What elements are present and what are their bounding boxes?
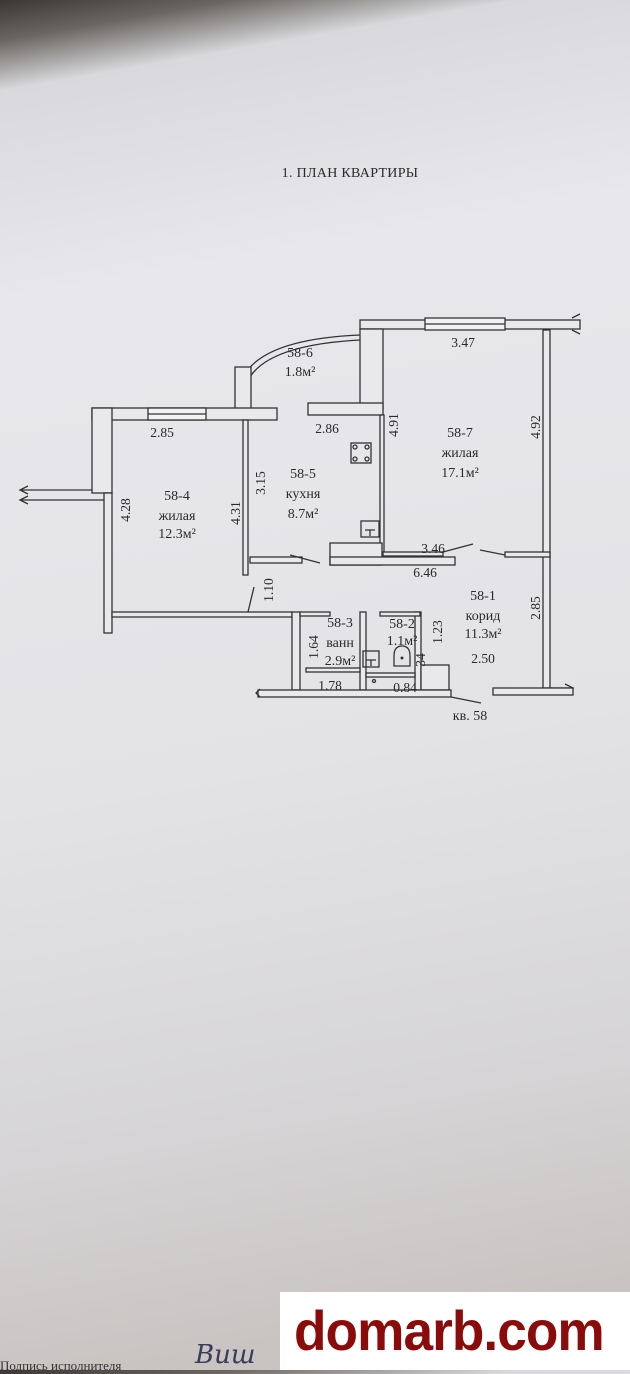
room-id: 58-5: [290, 467, 316, 482]
room-area: 12.3м²: [158, 527, 196, 542]
room-id: 58-3: [327, 616, 353, 631]
dimension: 3.15: [253, 471, 268, 495]
room-type: ванн: [326, 636, 354, 651]
room-area: 8.7м²: [288, 507, 319, 522]
room-type: корид: [466, 609, 501, 624]
dimension-labels: 3.47 2.85 2.86 4.91 4.92 3.15 4.28 4.31 …: [118, 335, 543, 695]
dimension: 1.64: [306, 635, 321, 659]
dimension: 1.10: [261, 578, 276, 602]
room-labels: 58-6 1.8м² 58-7 жилая 17.1м² 58-5 кухня …: [158, 346, 502, 669]
room-area: 2.9м²: [325, 654, 356, 669]
room-type: жилая: [158, 509, 196, 524]
dimension: 2.85: [528, 596, 543, 620]
dimension: 4.31: [228, 501, 243, 525]
dimension: 0.84: [393, 680, 417, 695]
dimension: 2.50: [471, 651, 495, 666]
document-title: 1. ПЛАН КВАРТИРЫ: [282, 166, 419, 181]
watermark-text: domarb.com: [294, 1299, 605, 1362]
dimension: 4.92: [528, 415, 543, 439]
dimension: 1.23: [430, 620, 445, 644]
room-type: кухня: [286, 487, 321, 502]
walls: [18, 313, 581, 704]
dimension: 1.78: [318, 678, 342, 693]
dimension: 3.47: [451, 335, 475, 350]
room-id: 58-2: [389, 617, 415, 632]
room-type: жилая: [441, 446, 479, 461]
signature: Виш: [195, 1340, 256, 1370]
dimension: 4.91: [386, 413, 401, 437]
footer-signature-caption: Подпись исполнителя: [0, 1358, 122, 1373]
room-id: 58-6: [287, 346, 313, 361]
room-id: 58-7: [447, 426, 473, 441]
room-area: 17.1м²: [441, 466, 479, 481]
dimension: 2.85: [150, 425, 174, 440]
dimension: 4.28: [118, 498, 133, 522]
room-id: 58-1: [470, 589, 496, 604]
room-id: 58-4: [164, 489, 190, 504]
dimension: 2.86: [315, 421, 339, 436]
watermark: domarb.com: [280, 1292, 630, 1370]
dimension: 3.46: [421, 541, 445, 556]
room-area: 1.1м²: [387, 634, 418, 649]
room-area: 1.8м²: [285, 365, 316, 380]
apartment-label: кв. 58: [453, 709, 487, 724]
dimension: 34: [413, 653, 428, 667]
dimension: 6.46: [413, 565, 437, 580]
room-area: 11.3м²: [464, 627, 501, 642]
